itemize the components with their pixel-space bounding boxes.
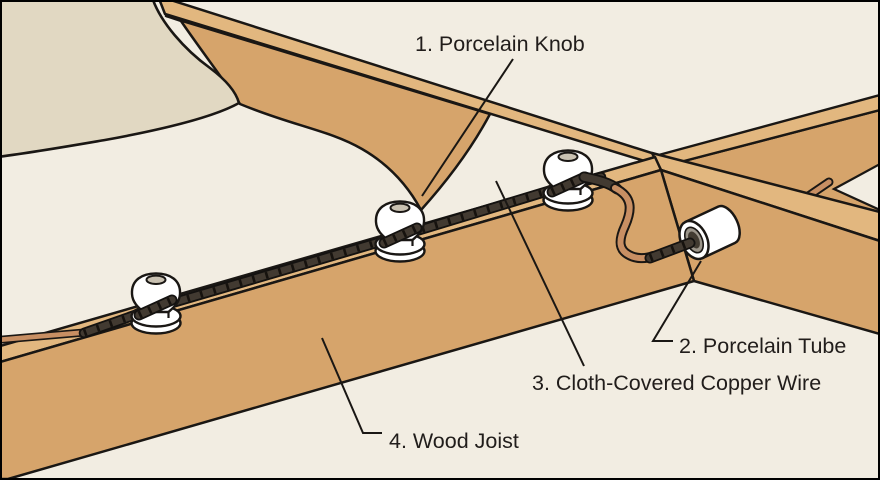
wire-wrap-1 (133, 294, 178, 321)
leader-line-3 (495, 180, 585, 367)
wire-into-tube (644, 237, 696, 264)
drop-wire (578, 171, 658, 264)
wire-wrap-2 (378, 222, 423, 249)
leader-lines (321, 58, 702, 434)
background-gap (831, 162, 880, 212)
label-porcelain-knob: 1. Porcelain Knob (415, 32, 585, 56)
label-porcelain-tube: 2. Porcelain Tube (679, 334, 846, 358)
leader-line-4 (321, 337, 382, 434)
leader-line-2 (651, 260, 702, 342)
leader-line-1 (421, 58, 514, 197)
copper-wire-left (0, 328, 94, 344)
label-cloth-covered-copper-wire: 3. Cloth-Covered Copper Wire (532, 371, 821, 395)
label-wood-joist: 4. Wood Joist (389, 429, 519, 453)
insulation-pile (0, 0, 241, 158)
drop-wire-copper (612, 185, 656, 262)
